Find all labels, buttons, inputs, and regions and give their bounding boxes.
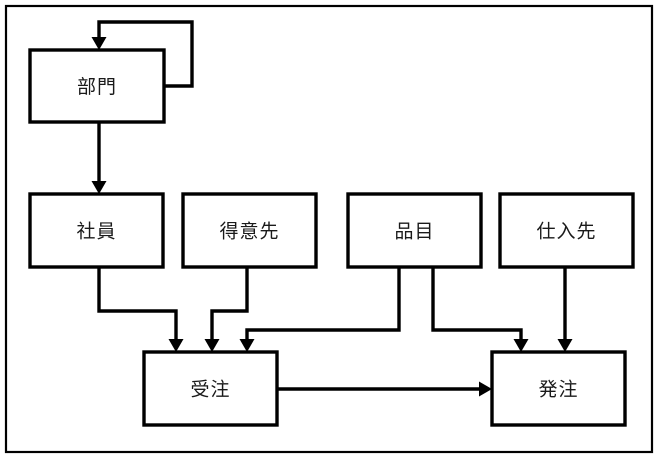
arrow-head-tokuisaki-to-juchu <box>204 339 220 352</box>
entity-shain[interactable]: 社員 <box>28 192 165 269</box>
entity-label-juchu: 受注 <box>190 379 230 401</box>
entity-hinmoku[interactable]: 品目 <box>346 192 483 269</box>
entity-box-hacchu[interactable] <box>490 350 627 427</box>
connection-layer <box>91 20 573 397</box>
connection-bumon-to-shain <box>91 122 107 194</box>
entity-label-tokuisaki: 得意先 <box>219 221 279 243</box>
entity-tokuisaki[interactable]: 得意先 <box>181 192 318 269</box>
entity-hacchu[interactable]: 発注 <box>490 350 627 427</box>
connection-shain-to-juchu <box>97 267 184 352</box>
arrow-head-hinmoku-to-juchu <box>239 339 255 352</box>
entity-box-hinmoku[interactable] <box>346 192 483 269</box>
arrow-head-bumon-to-shain <box>91 181 107 194</box>
connection-juchu-to-hacchu <box>277 381 492 397</box>
arrow-head-shain-to-juchu <box>168 339 184 352</box>
entity-box-shiiresaki[interactable] <box>498 192 635 269</box>
entity-box-tokuisaki[interactable] <box>181 192 318 269</box>
entity-juchu[interactable]: 受注 <box>142 350 279 427</box>
entity-shiiresaki[interactable]: 仕入先 <box>498 192 635 269</box>
connector-line-hinmoku-to-juchu <box>245 267 401 342</box>
connection-shiiresaki-to-hacchu <box>557 267 573 352</box>
arrow-head-hinmoku-to-hacchu <box>513 339 529 352</box>
entity-box-bumon[interactable] <box>28 48 166 124</box>
entity-box-shain[interactable] <box>28 192 165 269</box>
connector-line-tokuisaki-to-juchu <box>210 267 249 342</box>
entity-label-shain: 社員 <box>76 221 116 243</box>
connector-line-bumon-self-loop <box>97 20 194 88</box>
entity-label-shiiresaki: 仕入先 <box>536 221 596 243</box>
arrow-head-shiiresaki-to-hacchu <box>557 339 573 352</box>
arrow-head-juchu-to-hacchu <box>479 381 492 397</box>
outer-frame <box>4 4 654 454</box>
entity-label-bumon: 部門 <box>77 76 117 98</box>
arrow-head-bumon-self-loop <box>91 37 107 50</box>
connector-line-hinmoku-to-hacchu <box>431 267 523 342</box>
entity-bumon[interactable]: 部門 <box>28 48 166 124</box>
entity-box-juchu[interactable] <box>142 350 279 427</box>
connection-bumon-self-loop <box>91 20 194 88</box>
entity-label-hinmoku: 品目 <box>394 221 434 243</box>
frame-layer <box>4 4 654 454</box>
connection-hinmoku-to-hacchu <box>431 267 529 352</box>
connection-tokuisaki-to-juchu <box>204 267 249 352</box>
entity-label-hacchu: 発注 <box>538 379 578 401</box>
connector-line-shain-to-juchu <box>97 267 178 342</box>
connection-hinmoku-to-juchu <box>239 267 401 352</box>
